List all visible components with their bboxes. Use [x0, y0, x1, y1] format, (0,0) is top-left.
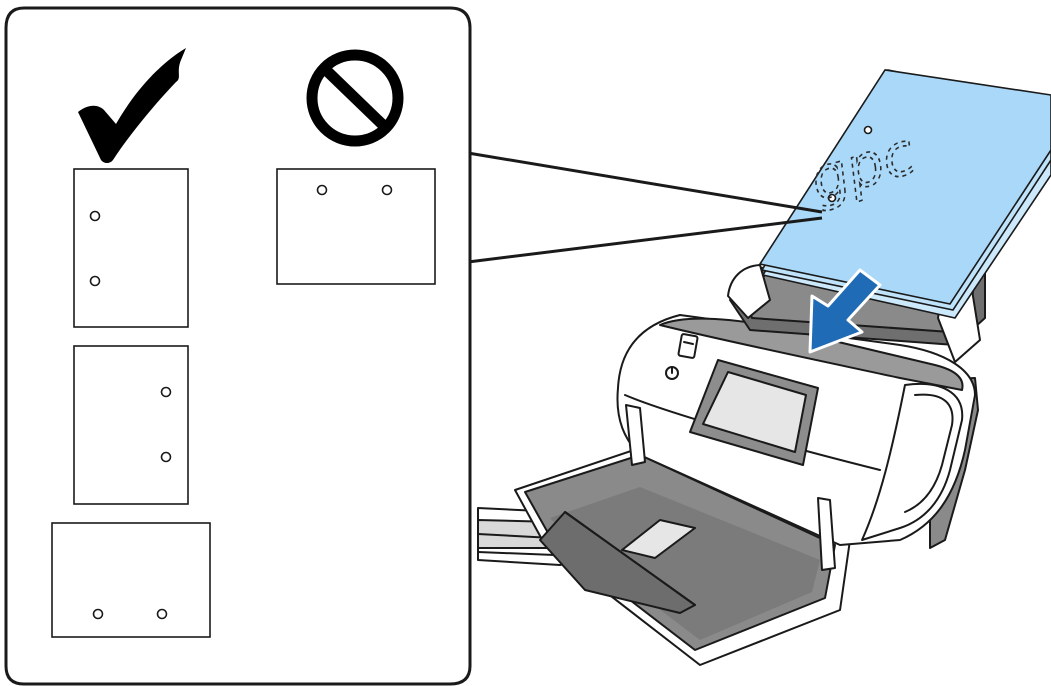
paper-stack: gpc [758, 69, 1051, 319]
checkmark-icon [78, 48, 186, 163]
prohibited-icon [306, 49, 404, 147]
correct-example-portrait-holes-right [73, 345, 189, 505]
punch-hole [89, 275, 101, 287]
incorrect-example-landscape-holes-top [276, 168, 436, 285]
punch-hole [156, 608, 168, 620]
feed-direction-arrow-icon [808, 268, 882, 354]
punch-hole [381, 184, 393, 196]
correct-example-portrait-holes-left [73, 168, 189, 328]
scanner-button-icon [677, 333, 699, 359]
paper-hole [827, 193, 837, 203]
punch-hole [316, 184, 328, 196]
punch-hole [160, 386, 172, 398]
power-button[interactable] [665, 366, 679, 380]
punch-hole [92, 608, 104, 620]
paper-hole [863, 125, 873, 135]
output-tray [514, 447, 851, 666]
control-panel [689, 359, 819, 466]
punch-hole [160, 451, 172, 463]
scanner-illustration [477, 261, 986, 666]
correct-example-landscape-holes-bottom [51, 522, 211, 638]
punch-hole [89, 210, 101, 222]
output-guides [625, 404, 836, 571]
